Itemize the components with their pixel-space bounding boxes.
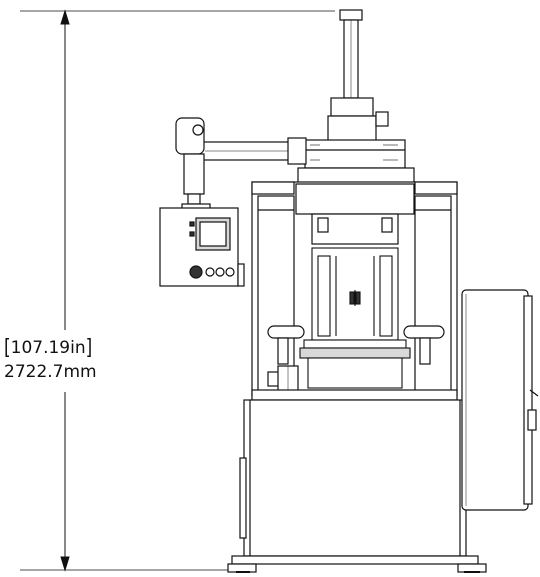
bracket-open: [ <box>4 335 11 361</box>
bracket-close: ] <box>85 335 93 361</box>
control-panel-box <box>159 207 245 287</box>
height-dimension <box>20 9 335 572</box>
dimension-inches: [107.19in] <box>4 335 93 361</box>
bed-plate <box>251 389 458 401</box>
top-arrow <box>60 9 70 25</box>
side-handles <box>267 325 445 365</box>
control-swing-arm <box>175 117 307 211</box>
dimension-millimeters: 2722.7mm <box>4 362 97 382</box>
dimension-inches-value: 107.19in <box>10 338 86 358</box>
ram-rod <box>339 9 363 99</box>
hydraulic-unit <box>461 289 539 511</box>
cylinder-head <box>297 97 415 185</box>
tooling-area <box>299 247 411 389</box>
bottom-arrow <box>60 556 70 572</box>
lower-base <box>227 399 487 573</box>
